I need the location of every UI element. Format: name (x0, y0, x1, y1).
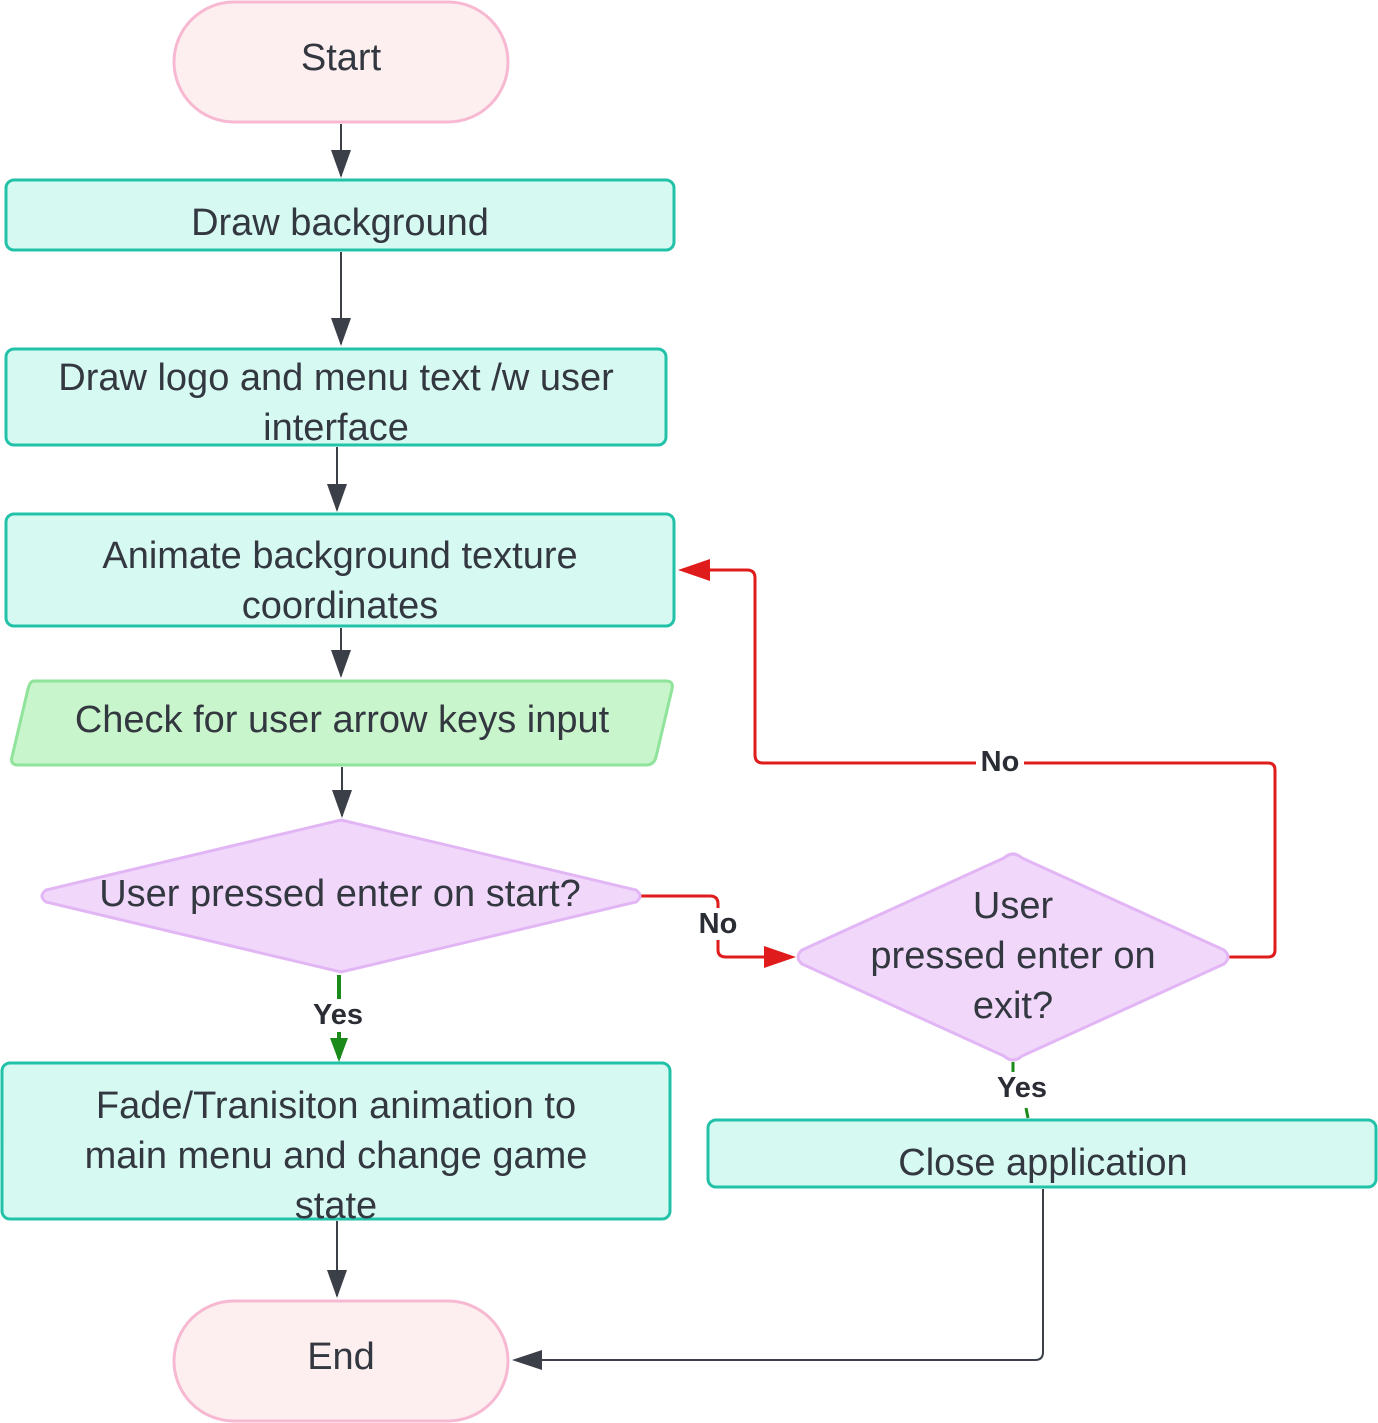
arrowhead-fade (330, 1038, 348, 1062)
node-draw-logo-text: Draw logo and menu text /w user interface (58, 357, 614, 449)
node-text-line: End (307, 1336, 375, 1378)
node-text-line: User (973, 885, 1054, 927)
node-text-line: Check for user arrow keys input (75, 699, 610, 741)
node-decision-start-text: User pressed enter on start? (99, 873, 581, 915)
edge-label-exit-yes: Yes (997, 1072, 1047, 1104)
node-draw-background: Draw background (4, 178, 676, 252)
arrowhead-end-from-close (512, 1350, 542, 1370)
node-text-line: coordinates (242, 585, 438, 627)
node-decision-start: User pressed enter on start? (40, 818, 642, 974)
node-text-line: state (295, 1185, 377, 1227)
node-decision-exit: User pressed enter on exit? (796, 852, 1230, 1062)
arrowhead-decision-start (332, 790, 352, 818)
decision-shape (40, 818, 642, 974)
process-shape (4, 347, 668, 447)
arrowhead-animate-loop (678, 559, 710, 581)
node-text-line: Draw logo and menu text /w user (58, 357, 614, 399)
node-text-line: Fade/Tranisiton animation to (96, 1085, 576, 1127)
node-fade-transition: Fade/Tranisiton animation to main menu an… (0, 1061, 672, 1227)
arrowhead-end (327, 1270, 347, 1298)
node-text-line: interface (263, 407, 409, 449)
process-shape (706, 1118, 1378, 1189)
node-end-text: End (307, 1336, 375, 1378)
edge-label-start-no: No (699, 908, 738, 940)
edge-labels: No Yes No Yes (313, 746, 1047, 1104)
node-start-text: Start (301, 37, 382, 79)
node-text-line: Start (301, 37, 382, 79)
node-end: End (172, 1299, 510, 1423)
edge-decision-start-no (640, 894, 776, 959)
node-animate-background: Animate background texture coordinates (4, 512, 676, 628)
node-text-line: Close application (898, 1142, 1187, 1184)
edge-decision-exit-no (700, 568, 1277, 959)
node-decision-exit-text: User pressed enter on exit? (870, 885, 1155, 1027)
node-text-line: Animate background texture (102, 535, 577, 577)
arrowhead-draw-logo (331, 318, 351, 346)
arrowhead-decision-exit (764, 946, 796, 968)
edge-decision-exit-yes (1011, 1062, 1030, 1119)
node-animate-background-text: Animate background texture coordinates (102, 535, 577, 627)
node-text-line: exit? (973, 985, 1053, 1027)
node-draw-background-text: Draw background (191, 202, 489, 244)
node-check-input-text: Check for user arrow keys input (75, 699, 610, 741)
process-shape (4, 178, 676, 252)
node-text-line: main menu and change game (85, 1135, 588, 1177)
node-close-app: Close application (706, 1118, 1378, 1189)
io-shape (10, 679, 674, 767)
node-close-app-text: Close application (898, 1142, 1187, 1184)
node-text-line: Draw background (191, 202, 489, 244)
terminal-shape (172, 1299, 510, 1423)
process-shape (4, 512, 676, 628)
process-shape (0, 1061, 672, 1221)
node-start: Start (172, 0, 510, 124)
edge-label-exit-no: No (981, 746, 1020, 778)
node-text-line: User pressed enter on start? (99, 873, 581, 915)
node-check-input: Check for user arrow keys input (10, 679, 674, 767)
terminal-shape (172, 0, 510, 124)
arrowhead-check-input (331, 650, 351, 678)
node-fade-transition-text: Fade/Tranisiton animation to main menu an… (85, 1085, 588, 1227)
arrowhead-animate (327, 484, 347, 512)
connectors (327, 124, 1277, 1370)
edge-label-start-yes: Yes (313, 999, 363, 1031)
edge-close-app-to-end (540, 1189, 1044, 1361)
node-text-line: pressed enter on (870, 935, 1155, 977)
node-draw-logo: Draw logo and menu text /w user interface (4, 347, 668, 449)
decision-shape (796, 852, 1230, 1062)
arrowhead-draw-background (331, 150, 351, 178)
